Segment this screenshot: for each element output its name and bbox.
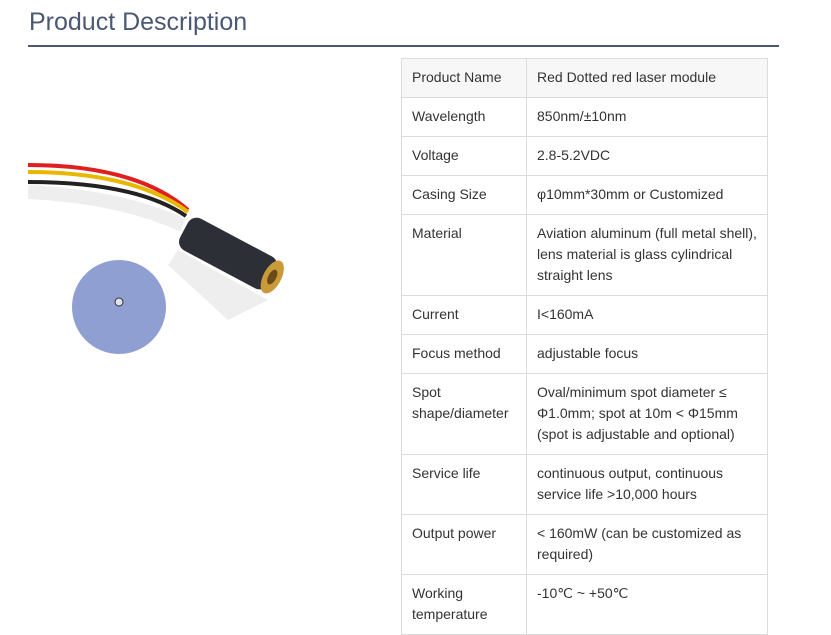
spec-label: Wavelength <box>401 97 527 137</box>
spec-label: Voltage <box>401 136 527 176</box>
title-divider <box>28 45 779 47</box>
spec-value: -10℃ ~ +50℃ <box>526 574 768 635</box>
spec-value: I<160mA <box>526 295 768 335</box>
spec-label: Casing Size <box>401 175 527 215</box>
spec-label: Spot shape/diameter <box>401 373 527 455</box>
spec-value: adjustable focus <box>526 334 768 374</box>
page-title: Product Description <box>29 8 248 36</box>
spec-label: Current <box>401 295 527 335</box>
table-row: Output power < 160mW (can be customized … <box>401 514 768 575</box>
spec-value: Red Dotted red laser module <box>526 58 768 98</box>
table-row: Working temperature-10℃ ~ +50℃ <box>401 574 768 635</box>
spec-value: Oval/minimum spot diameter ≤ Φ1.0mm; spo… <box>526 373 768 455</box>
spec-label: Output power <box>401 514 527 575</box>
spec-value: continuous output, continuous service li… <box>526 454 768 515</box>
laser-module-image <box>28 163 284 354</box>
spec-label: Product Name <box>401 58 527 98</box>
spec-value: 850nm/±10nm <box>526 97 768 137</box>
spec-value: Aviation aluminum (full metal shell), le… <box>526 214 768 296</box>
spec-label: Working temperature <box>401 574 527 635</box>
spec-label: Material <box>401 214 527 296</box>
spec-value: φ10mm*30mm or Customized <box>526 175 768 215</box>
spec-label: Focus method <box>401 334 527 374</box>
spec-value: < 160mW (can be customized as required) <box>526 514 768 575</box>
spec-value: 2.8-5.2VDC <box>526 136 768 176</box>
spec-label: Service life <box>401 454 527 515</box>
